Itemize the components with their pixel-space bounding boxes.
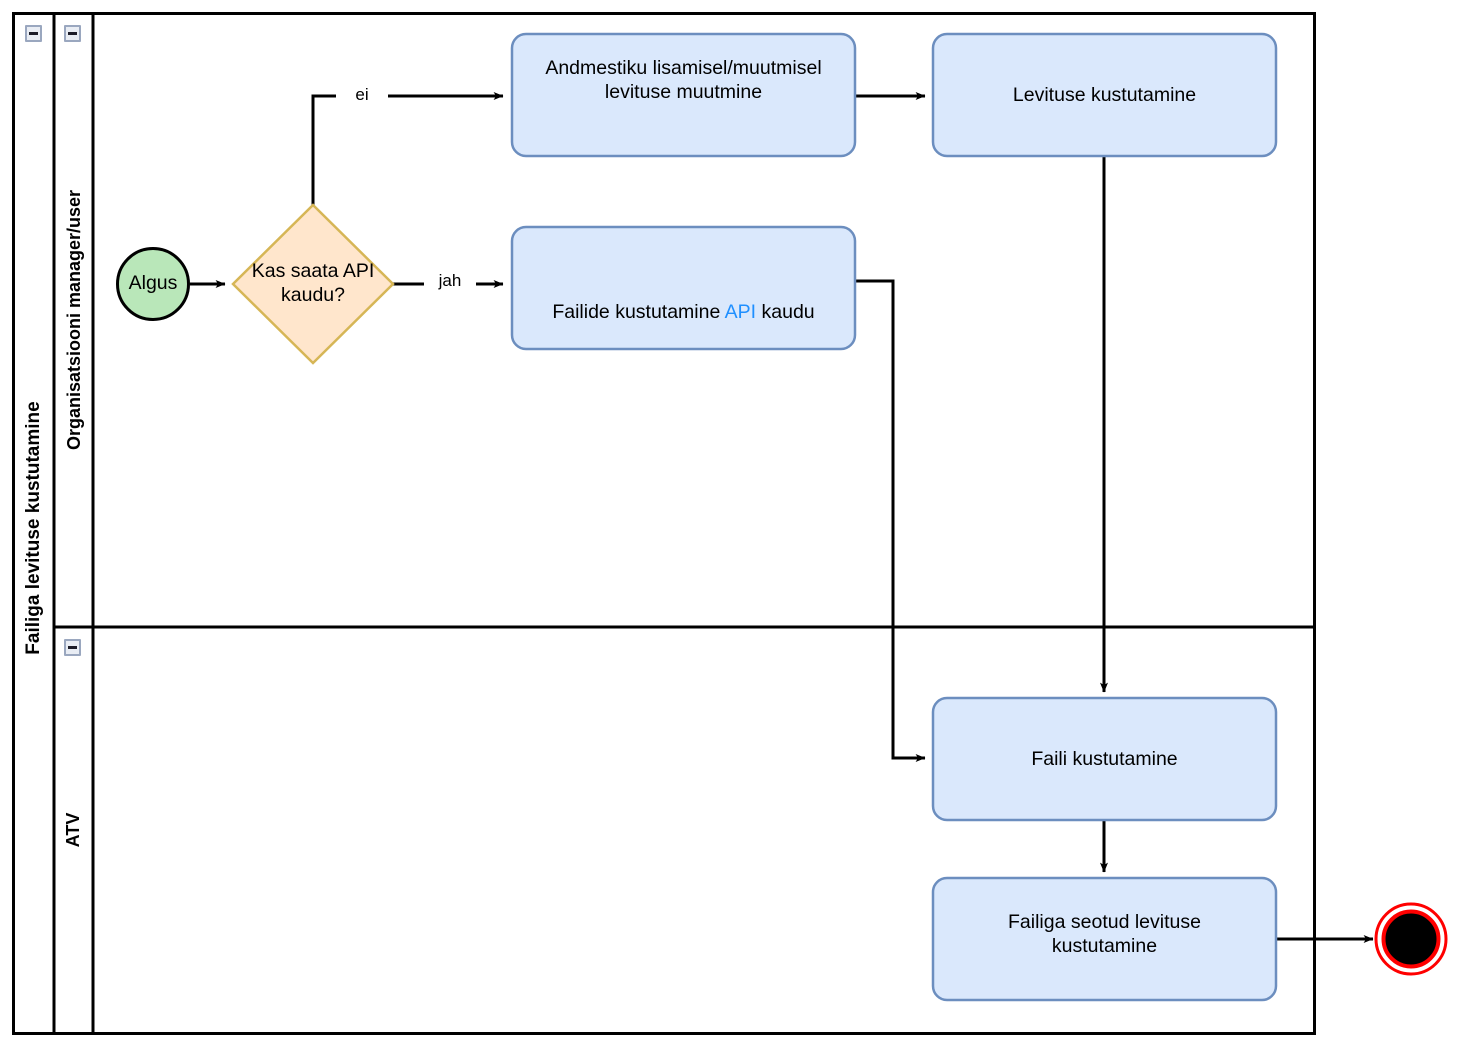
lane-manager-collapse-icon[interactable] bbox=[64, 25, 81, 42]
start-event-shape[interactable] bbox=[116, 247, 190, 321]
task-faili-kustutamine-shape[interactable] bbox=[931, 696, 1278, 822]
gateway-api-shape[interactable] bbox=[231, 203, 395, 365]
task-levituse-kustutamine-shape[interactable] bbox=[931, 32, 1278, 158]
sequence-flows bbox=[190, 92, 1374, 943]
flow-api-faili bbox=[855, 279, 926, 762]
lane-atv-collapse-icon[interactable] bbox=[64, 639, 81, 656]
end-event-shape[interactable] bbox=[1374, 902, 1448, 976]
task-failiga-seotud-shape[interactable] bbox=[931, 876, 1278, 1002]
pool-collapse-icon[interactable] bbox=[25, 25, 42, 42]
task-andmestiku-shape[interactable] bbox=[510, 32, 857, 158]
task-failide-api-shape[interactable] bbox=[510, 225, 857, 351]
flow-gw-ei bbox=[311, 92, 504, 205]
